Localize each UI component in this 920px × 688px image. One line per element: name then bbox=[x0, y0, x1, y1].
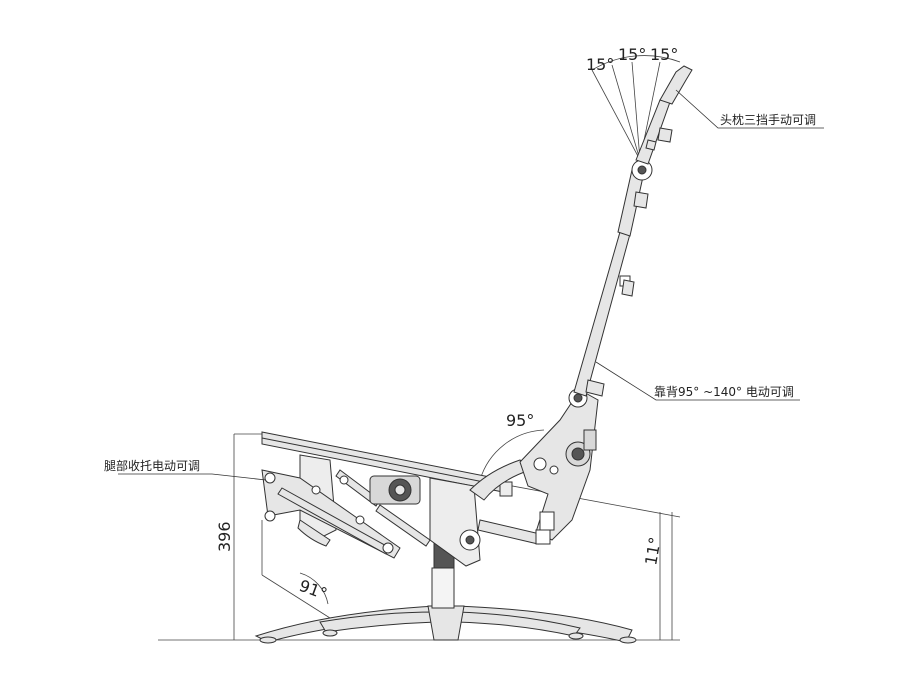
headrest-angle-1: 15° bbox=[586, 55, 614, 74]
chair-base bbox=[254, 605, 637, 644]
callout-leaders bbox=[118, 89, 824, 481]
leg-angle: 91° bbox=[297, 576, 330, 604]
headrest-bracket bbox=[635, 65, 693, 165]
seat-tilt-angle: 11° bbox=[641, 535, 665, 566]
legrest-callout: 腿部收托电动可调 bbox=[104, 458, 200, 473]
dimension-lines bbox=[158, 55, 681, 641]
headrest-callout: 头枕三挡手动可调 bbox=[720, 112, 816, 127]
seat-height-dimension: 396 bbox=[215, 521, 234, 552]
backrest-pivot bbox=[519, 388, 599, 545]
headrest-angle-3: 15° bbox=[650, 45, 678, 64]
legrest-mechanism bbox=[261, 469, 431, 559]
backrest-angle: 95° bbox=[506, 411, 534, 430]
backrest-tube bbox=[573, 159, 653, 397]
backrest-callout: 靠背95° ~140° 电动可调 bbox=[654, 385, 794, 399]
headrest-angle-2: 15° bbox=[618, 45, 646, 64]
